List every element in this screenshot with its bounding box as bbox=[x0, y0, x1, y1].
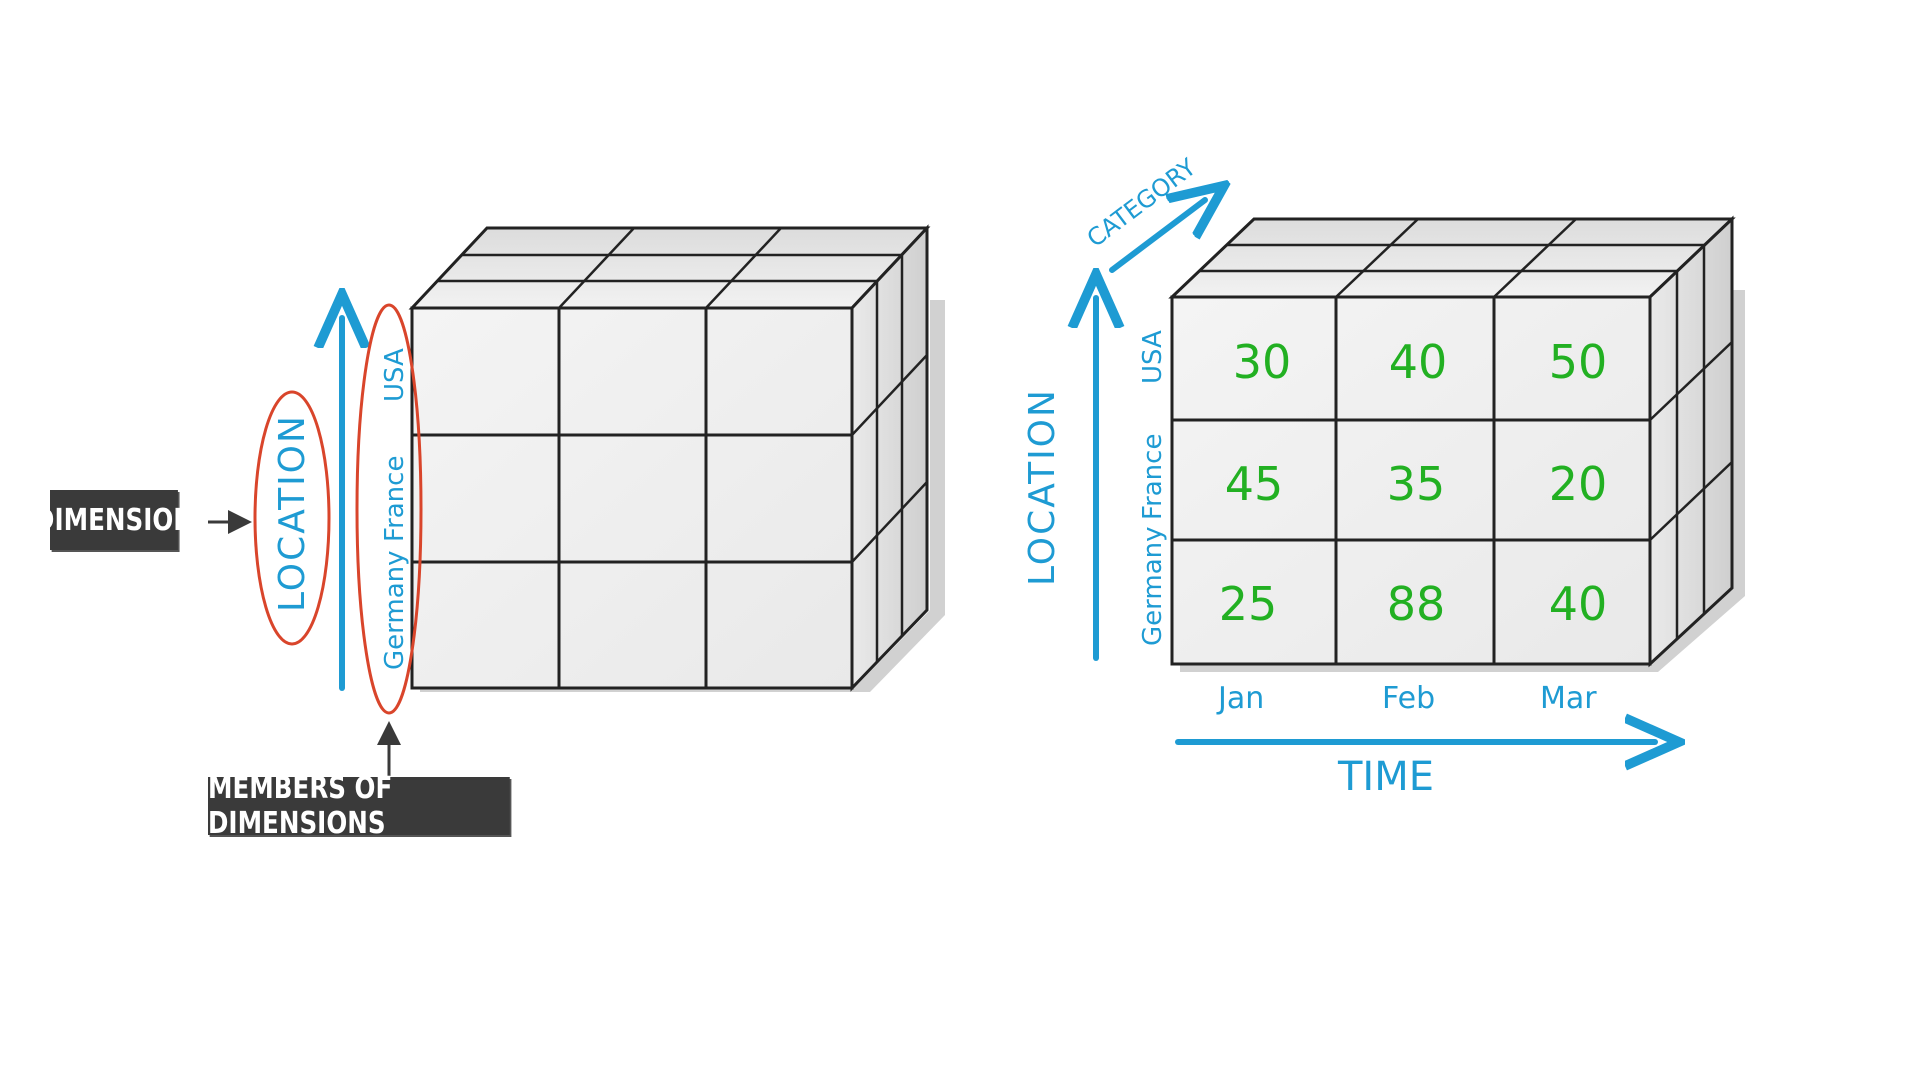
members-oval bbox=[355, 303, 423, 715]
right-cube bbox=[1168, 215, 1745, 672]
cell-value: 88 bbox=[1387, 577, 1446, 631]
dimension-oval bbox=[253, 390, 331, 646]
right-cube-top-face bbox=[1168, 217, 1736, 299]
cell-value: 45 bbox=[1225, 457, 1284, 511]
left-cube-front-face bbox=[410, 306, 854, 690]
cell-value: 35 bbox=[1387, 457, 1446, 511]
time-label: TIME bbox=[1337, 754, 1434, 800]
dimension-label-box: DIMENSION bbox=[34, 490, 194, 550]
right-cube-front-face bbox=[1170, 295, 1652, 666]
cell-value: 20 bbox=[1549, 457, 1608, 511]
left-cube bbox=[408, 224, 945, 692]
cell-value: 30 bbox=[1233, 335, 1292, 389]
left-cube-top-face bbox=[408, 226, 931, 310]
right-location-label: LOCATION bbox=[1022, 388, 1063, 586]
left-cube-side-face bbox=[850, 224, 929, 692]
right-row-france: France bbox=[1138, 434, 1168, 520]
cell-value: 40 bbox=[1549, 577, 1608, 631]
left-member-france: France bbox=[380, 456, 410, 542]
category-arrow bbox=[1109, 200, 1205, 273]
left-cube-shadow bbox=[420, 300, 945, 692]
right-cube-side-face bbox=[1648, 215, 1734, 668]
left-member-usa: USA bbox=[380, 348, 410, 402]
category-label: CATEGORY bbox=[1082, 153, 1202, 253]
cell-value: 25 bbox=[1219, 577, 1278, 631]
cell-value: 40 bbox=[1389, 335, 1448, 389]
right-cube-shadow bbox=[1180, 290, 1745, 672]
right-row-germany: Germany bbox=[1138, 526, 1168, 646]
right-col-feb: Feb bbox=[1382, 681, 1435, 716]
left-location-label: LOCATION bbox=[272, 414, 313, 612]
left-member-germany: Germany bbox=[380, 550, 410, 670]
cell-value: 50 bbox=[1549, 335, 1608, 389]
left-annotations: LOCATION USA France Germany bbox=[208, 303, 423, 776]
right-col-jan: Jan bbox=[1216, 681, 1264, 716]
members-of-dimensions-label-box: MEMBERS OF DIMENSIONS bbox=[208, 771, 510, 841]
right-row-usa: USA bbox=[1138, 330, 1168, 384]
right-col-mar: Mar bbox=[1540, 681, 1597, 716]
